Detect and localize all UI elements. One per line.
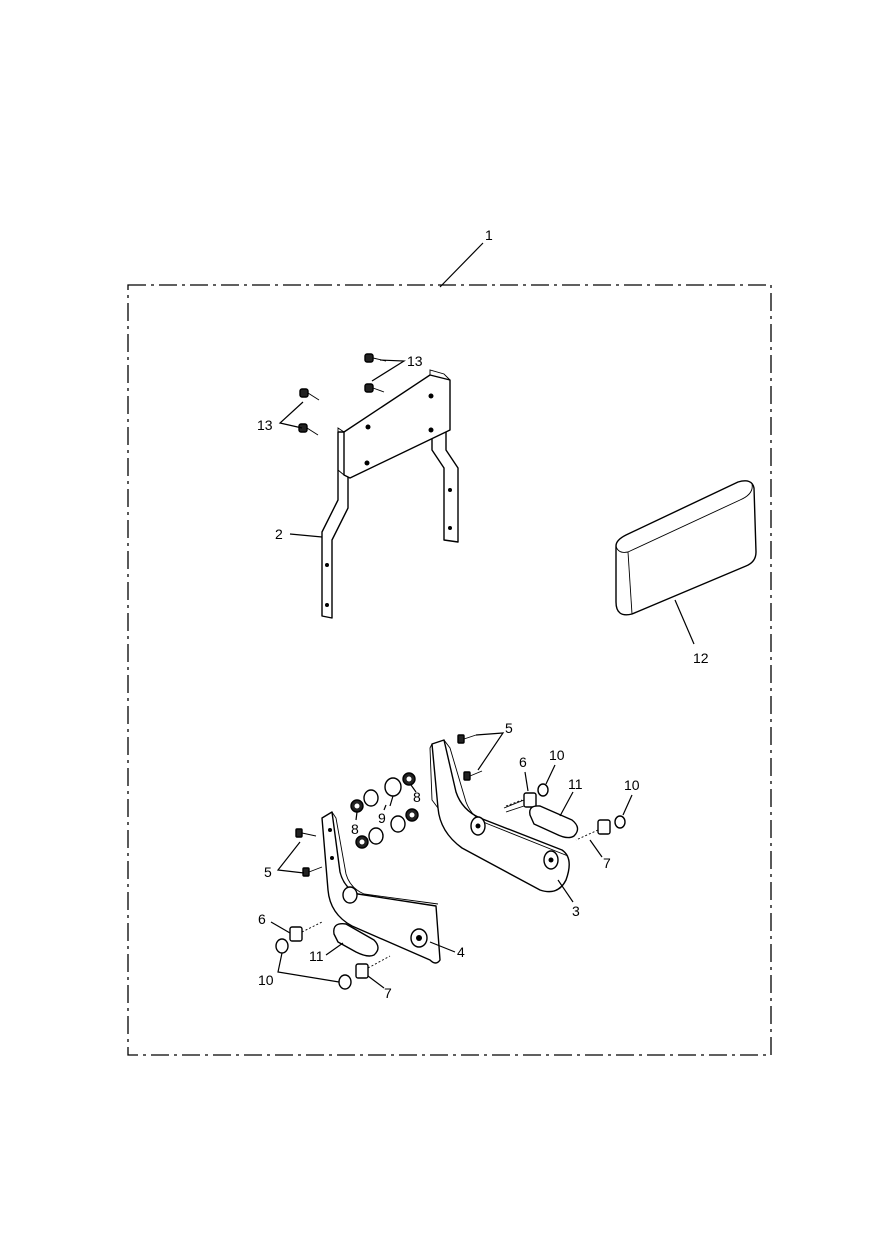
leader-3 — [557, 879, 574, 903]
leader-4 — [429, 941, 456, 953]
callout-3: 3 — [572, 903, 580, 919]
slot-plate-11-left — [333, 923, 379, 957]
nut-8-b — [355, 835, 369, 849]
screw-13-d — [298, 423, 319, 436]
spacer-9-b — [368, 827, 384, 845]
bolt-6-left — [289, 921, 323, 942]
callout-9-right: 9 — [378, 810, 386, 826]
leader-7-right — [589, 839, 603, 858]
leader-11-left — [325, 942, 344, 956]
leader-10-a — [545, 764, 556, 785]
upright-frame — [321, 369, 459, 619]
bolt-6-right — [503, 792, 537, 813]
screw-5-c — [295, 828, 317, 838]
callout-10-c: 10 — [258, 972, 274, 988]
washer-10-c — [275, 938, 289, 954]
callout-2: 2 — [275, 526, 283, 542]
slot-plate-11-right — [529, 805, 579, 839]
callout-6-left: 6 — [258, 911, 266, 927]
screw-5-d — [302, 866, 323, 877]
callout-10-b: 10 — [624, 777, 640, 793]
leader-6-right — [524, 771, 529, 792]
callout-7-left: 7 — [384, 985, 392, 1001]
callout-13-top: 13 — [407, 353, 423, 369]
callout-7-right: 7 — [603, 855, 611, 871]
screw-5-a — [457, 734, 477, 744]
callout-6-right: 6 — [519, 754, 527, 770]
bolt-7-right — [575, 819, 611, 841]
spacer-9-d — [390, 815, 406, 833]
left-bracket — [321, 811, 441, 964]
callout-5-left: 5 — [264, 864, 272, 880]
washer-10-b — [614, 815, 626, 829]
leader-6-left — [270, 921, 291, 934]
callout-1: 1 — [485, 227, 493, 243]
leader-9-top — [389, 795, 394, 807]
leader-10-c — [277, 952, 340, 983]
kit-boundary — [127, 284, 772, 1056]
screw-13-c — [299, 388, 320, 401]
nut-8-a — [350, 799, 364, 813]
spacer-9-c — [384, 777, 402, 797]
screw-5-b — [463, 770, 483, 781]
callout-8-right: 8 — [413, 789, 421, 805]
leader-10-b — [622, 794, 633, 816]
right-bracket — [429, 739, 570, 893]
leader-13-top — [371, 359, 406, 382]
nut-8-d — [405, 808, 419, 822]
callout-12: 12 — [693, 650, 709, 666]
callout-11-right: 11 — [568, 776, 583, 792]
leader-8-right — [410, 784, 417, 793]
callout-5-right: 5 — [505, 720, 513, 736]
callout-10-a: 10 — [549, 747, 565, 763]
backrest-pad — [615, 480, 757, 616]
callout-11-left: 11 — [309, 948, 324, 964]
leader-7-left — [367, 975, 385, 989]
nut-8-c — [402, 772, 416, 786]
screw-13-b — [364, 383, 385, 393]
leader-5-left — [276, 841, 305, 874]
leader-1 — [439, 242, 484, 288]
washer-10-a — [537, 783, 549, 797]
spacer-9-a — [363, 789, 379, 807]
bolt-7-left — [355, 955, 391, 979]
screw-13-a — [364, 353, 387, 363]
leader-11-right — [559, 791, 574, 817]
callout-13-left: 13 — [257, 417, 273, 433]
leader-9-right — [383, 804, 387, 811]
leader-12 — [674, 599, 695, 645]
leader-5-right — [475, 732, 505, 771]
leader-8-left — [355, 811, 358, 821]
callout-4: 4 — [457, 944, 465, 960]
callout-8-left: 8 — [351, 821, 359, 837]
leader-2 — [289, 533, 323, 538]
leader-13-left — [278, 401, 304, 429]
washer-10-d — [338, 974, 352, 990]
